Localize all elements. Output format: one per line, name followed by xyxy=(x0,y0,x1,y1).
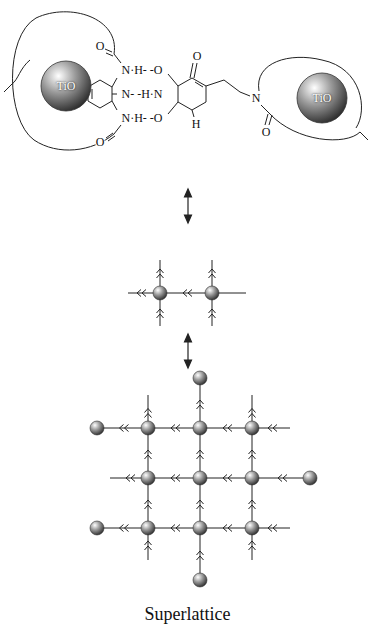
particle xyxy=(90,521,104,535)
atom-label: O xyxy=(96,40,105,53)
alkyl-tail xyxy=(4,60,30,92)
particle xyxy=(141,421,155,435)
particle-label: TiO xyxy=(57,80,76,93)
equilibrium-arrow xyxy=(185,334,192,368)
particle xyxy=(193,421,207,435)
particle-label: TiO xyxy=(313,92,332,105)
particle xyxy=(205,286,219,300)
uracil-ring xyxy=(178,78,206,110)
atom-label: N- -H·N xyxy=(122,88,163,101)
particle xyxy=(141,521,155,535)
particle xyxy=(193,573,207,587)
particle xyxy=(90,421,104,435)
tio2-particle: TiO xyxy=(296,72,348,124)
caption: Superlattice xyxy=(0,604,375,625)
pyrimidine-ring xyxy=(88,80,112,108)
atom-label: O xyxy=(262,126,271,139)
particle xyxy=(141,471,155,485)
dimer-motif xyxy=(128,260,246,326)
atom-label: O xyxy=(96,136,105,149)
tio2-particle: TiO xyxy=(40,60,92,112)
particle xyxy=(245,521,259,535)
particle xyxy=(193,371,207,385)
molecule-bonds xyxy=(4,12,368,150)
superlattice xyxy=(90,371,317,587)
atom-label: N·H- -O xyxy=(122,64,163,77)
atom-label: N xyxy=(252,92,261,105)
alkyl-chain xyxy=(13,12,115,150)
equilibrium-arrow xyxy=(185,189,192,223)
particle xyxy=(245,421,259,435)
particle xyxy=(193,521,207,535)
particle xyxy=(153,286,167,300)
particle xyxy=(245,471,259,485)
atom-label: N·H- -O xyxy=(122,112,163,125)
atom-label: H xyxy=(192,118,201,131)
particle xyxy=(193,471,207,485)
atom-label: O xyxy=(193,50,202,63)
particle xyxy=(303,471,317,485)
lattice xyxy=(90,260,317,587)
